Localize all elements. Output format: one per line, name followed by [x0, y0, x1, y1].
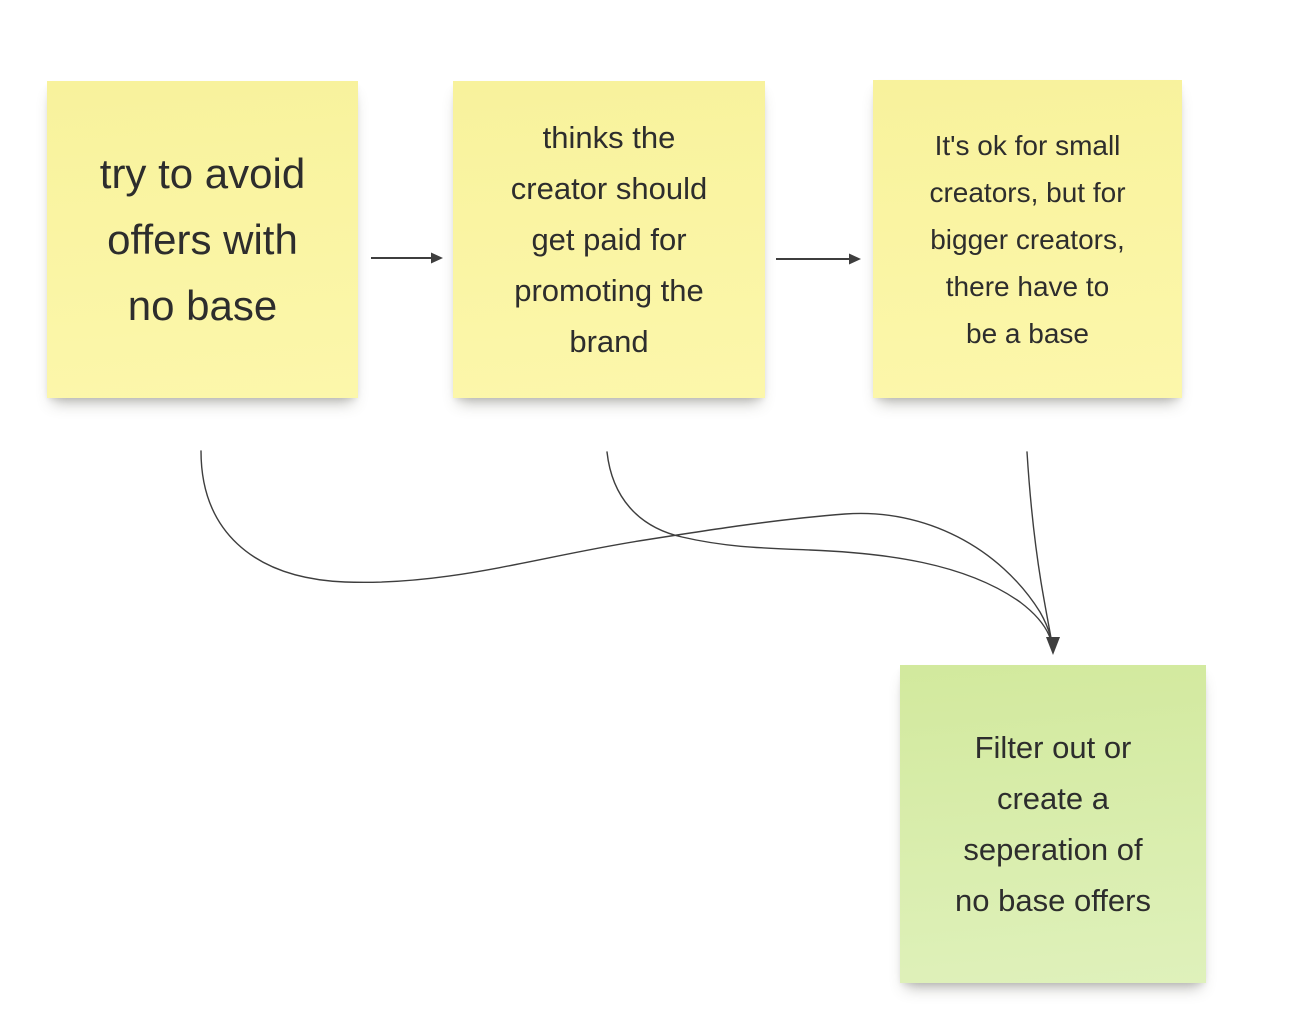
sticky-note-text: Filter out or create a seperation of no … [955, 730, 1151, 918]
arrowhead-right-icon [849, 253, 861, 265]
sticky-note-text: thinks the creator should get paid for p… [510, 120, 708, 359]
sticky-note-text: It's ok for small creators, but for bigg… [929, 129, 1126, 349]
connector-curve-1[interactable] [200, 450, 1053, 645]
connector-arrow-1[interactable] [371, 252, 443, 264]
arrowhead-right-icon [431, 252, 443, 264]
sticky-note-try-to-avoid[interactable]: try to avoid offers with no base [47, 81, 358, 398]
sticky-note-creator-paid[interactable]: thinks the creator should get paid for p… [453, 81, 765, 398]
connector-curve-2[interactable] [606, 451, 1053, 645]
connector-curve-3[interactable] [1026, 451, 1053, 645]
sticky-note-filter-out[interactable]: Filter out or create a seperation of no … [900, 665, 1206, 983]
sticky-note-small-vs-big-creators[interactable]: It's ok for small creators, but for bigg… [873, 80, 1182, 398]
arrowhead-down-icon [1046, 637, 1060, 655]
sticky-note-text: try to avoid offers with no base [99, 149, 306, 329]
connector-arrow-2[interactable] [776, 253, 861, 265]
